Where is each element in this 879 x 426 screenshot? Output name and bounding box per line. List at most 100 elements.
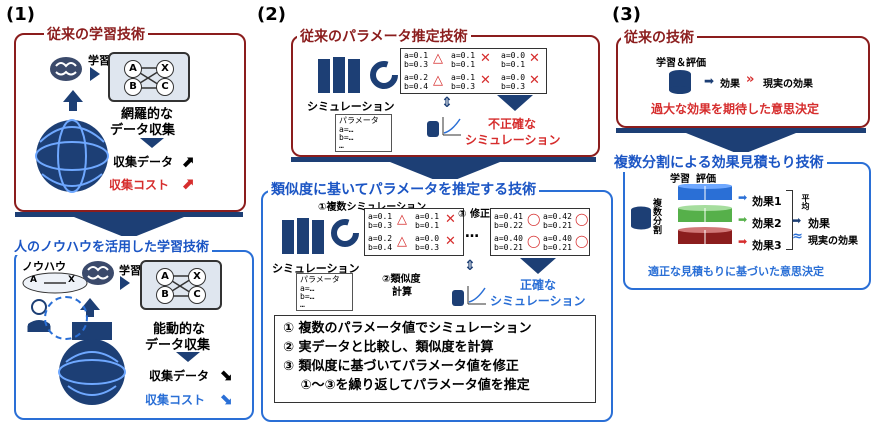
pg2-a3: a=0.2: [368, 234, 393, 243]
big-down-arrow-3: [686, 133, 796, 155]
database-icon: [668, 69, 692, 99]
pg-a6: a=0.0: [501, 73, 526, 82]
pg2-a4: a=0.0: [415, 234, 440, 243]
step-1: ① 複数のパラメータ値でシミュレーション: [283, 321, 532, 336]
pg2-a2: a=0.1: [415, 212, 440, 221]
node-x: X: [156, 60, 174, 78]
step-2: ② 実データと比較し、類似度を計算: [283, 340, 494, 355]
down-arrow-icon: [140, 138, 164, 148]
up-arrow-icon: [63, 90, 83, 102]
pg-b3: b=0.1: [501, 60, 526, 69]
arrow-right-icon-4: ➡: [738, 191, 748, 204]
param-doc2-b: b=…: [300, 292, 315, 301]
double-chevron-icon: »: [746, 72, 755, 87]
knowhow-learning-title: 人のノウハウを活用した学習技術: [11, 236, 213, 255]
learn-label-3: 学習: [670, 174, 690, 185]
proper-decision: 適正な見積もりに基づいた意思決定: [648, 265, 824, 278]
pg3-b2: b=0.21: [543, 221, 572, 230]
split-estimate-title: 複数分割による効果見積もり技術: [611, 152, 827, 172]
step-4: ①～③を繰り返してパラメータ値を推定: [283, 378, 530, 393]
param-doc-a: a=…: [339, 125, 354, 134]
node-c-2: C: [188, 286, 206, 304]
label-2: (2): [257, 4, 286, 25]
pg2-b2: b=0.1: [415, 221, 440, 230]
up-arrow-stem-2: [86, 309, 94, 317]
circle-icon: ◯: [575, 212, 589, 226]
triangle-icon: △: [397, 234, 407, 249]
param-grid: a=0.1 b=0.3 △ a=0.1 b=0.1 ✕ a=0.0 b=0.1 …: [400, 48, 547, 94]
pg-b1: b=0.3: [404, 60, 429, 69]
learn-label-2: 学習: [119, 264, 141, 277]
node-b: B: [124, 78, 142, 96]
down-arrow-icon-2: [176, 352, 200, 362]
pg3-a4: a=0.40: [543, 234, 572, 243]
avg-label: 平均: [801, 194, 810, 210]
effect3-label: 効果3: [752, 239, 782, 252]
big-down-arrow-1: [74, 217, 184, 239]
pg2-b3: b=0.4: [368, 243, 393, 252]
triangle-icon: △: [433, 51, 443, 66]
arrow-right-icon-3: ➡: [704, 74, 715, 88]
active-line1: 能動的な: [153, 322, 206, 337]
param-doc2-title: パラメータ: [300, 275, 340, 284]
globe-icon: [32, 112, 112, 202]
traditional-param-title: 従来のパラメータ推定技術: [297, 26, 471, 46]
circle-icon: ◯: [575, 234, 589, 248]
param-doc2-a: a=…: [300, 284, 315, 293]
collect-cost-label-2: 収集コスト: [145, 393, 206, 407]
divider-bar-1: [15, 212, 243, 217]
brain-icon-2: [80, 258, 116, 292]
inaccurate-line2: シミュレーション: [465, 133, 561, 147]
node-x-2: X: [188, 268, 206, 286]
dashed-loop: [44, 296, 88, 340]
learn-eval-label: 学習＆評価: [656, 58, 706, 69]
pg-a3: a=0.0: [501, 51, 526, 60]
param-doc-2: パラメータ a=… b=… …: [296, 273, 353, 311]
effect-label-2: 効果: [808, 217, 830, 230]
node-c: C: [156, 78, 174, 96]
real-effect-label-2: 現実の効果: [808, 236, 858, 247]
accurate-line2: シミュレーション: [490, 294, 586, 308]
multi-sim-label: ①複数シミュレーション: [318, 198, 426, 213]
step-3: ③ 類似度に基づいてパラメータ値を修正: [283, 359, 519, 374]
knowhow-label: ノウハウ: [22, 260, 66, 273]
label-1: (1): [6, 4, 35, 25]
database-icon-2: [630, 206, 652, 234]
graph-box: A X B C: [108, 52, 190, 102]
bracket: [786, 190, 793, 250]
chart-db-icon: [427, 113, 463, 143]
split-cylinders: [676, 183, 734, 258]
active-line2: データ収集: [145, 338, 211, 353]
simulation-label: シミュレーション: [307, 100, 395, 113]
graph-box-2: A X B C: [140, 260, 222, 310]
node-a: A: [124, 60, 142, 78]
pg2-a1: a=0.1: [368, 212, 393, 221]
param-doc-title: パラメータ: [339, 116, 379, 125]
traditional-tech-title: 従来の技術: [621, 27, 697, 47]
pg3-a1: a=0.41: [494, 212, 523, 221]
arrow-right-icon: [90, 67, 100, 81]
server-icon-2: [282, 216, 326, 260]
cross-icon: ✕: [480, 51, 491, 66]
exhaustive-line2: データ収集: [110, 123, 176, 138]
circle-icon: ◯: [527, 234, 541, 248]
cross-icon: ✕: [445, 234, 456, 249]
pg-a4: a=0.2: [404, 73, 429, 82]
traditional-learning-title: 従来の学習技術: [44, 24, 148, 44]
eval-label: 評価: [696, 174, 716, 185]
up-right-red-arrow-icon: ⬈: [181, 174, 195, 193]
pg-b4: b=0.4: [404, 82, 429, 91]
cross-icon: ✕: [529, 73, 540, 88]
circle-icon: ◯: [527, 212, 541, 226]
updown-arrow-icon: ⇕: [441, 95, 453, 111]
up-right-arrow-icon: ⬈: [181, 152, 195, 171]
pg3-b4: b=0.21: [543, 243, 572, 252]
pg3-a3: a=0.40: [494, 234, 523, 243]
chart-db-icon-2: [452, 282, 488, 312]
effect-label: 効果: [720, 79, 740, 90]
pg-b5: b=0.3: [451, 82, 476, 91]
param-grid-2: a=0.1 b=0.3 △ a=0.1 b=0.1 ✕ a=0.2 b=0.4 …: [364, 208, 464, 256]
down-right-blue-arrow-icon: ⬊: [219, 389, 233, 408]
simulation-label-2: シミュレーション: [272, 262, 360, 275]
real-effect-label: 現実の効果: [763, 79, 813, 90]
